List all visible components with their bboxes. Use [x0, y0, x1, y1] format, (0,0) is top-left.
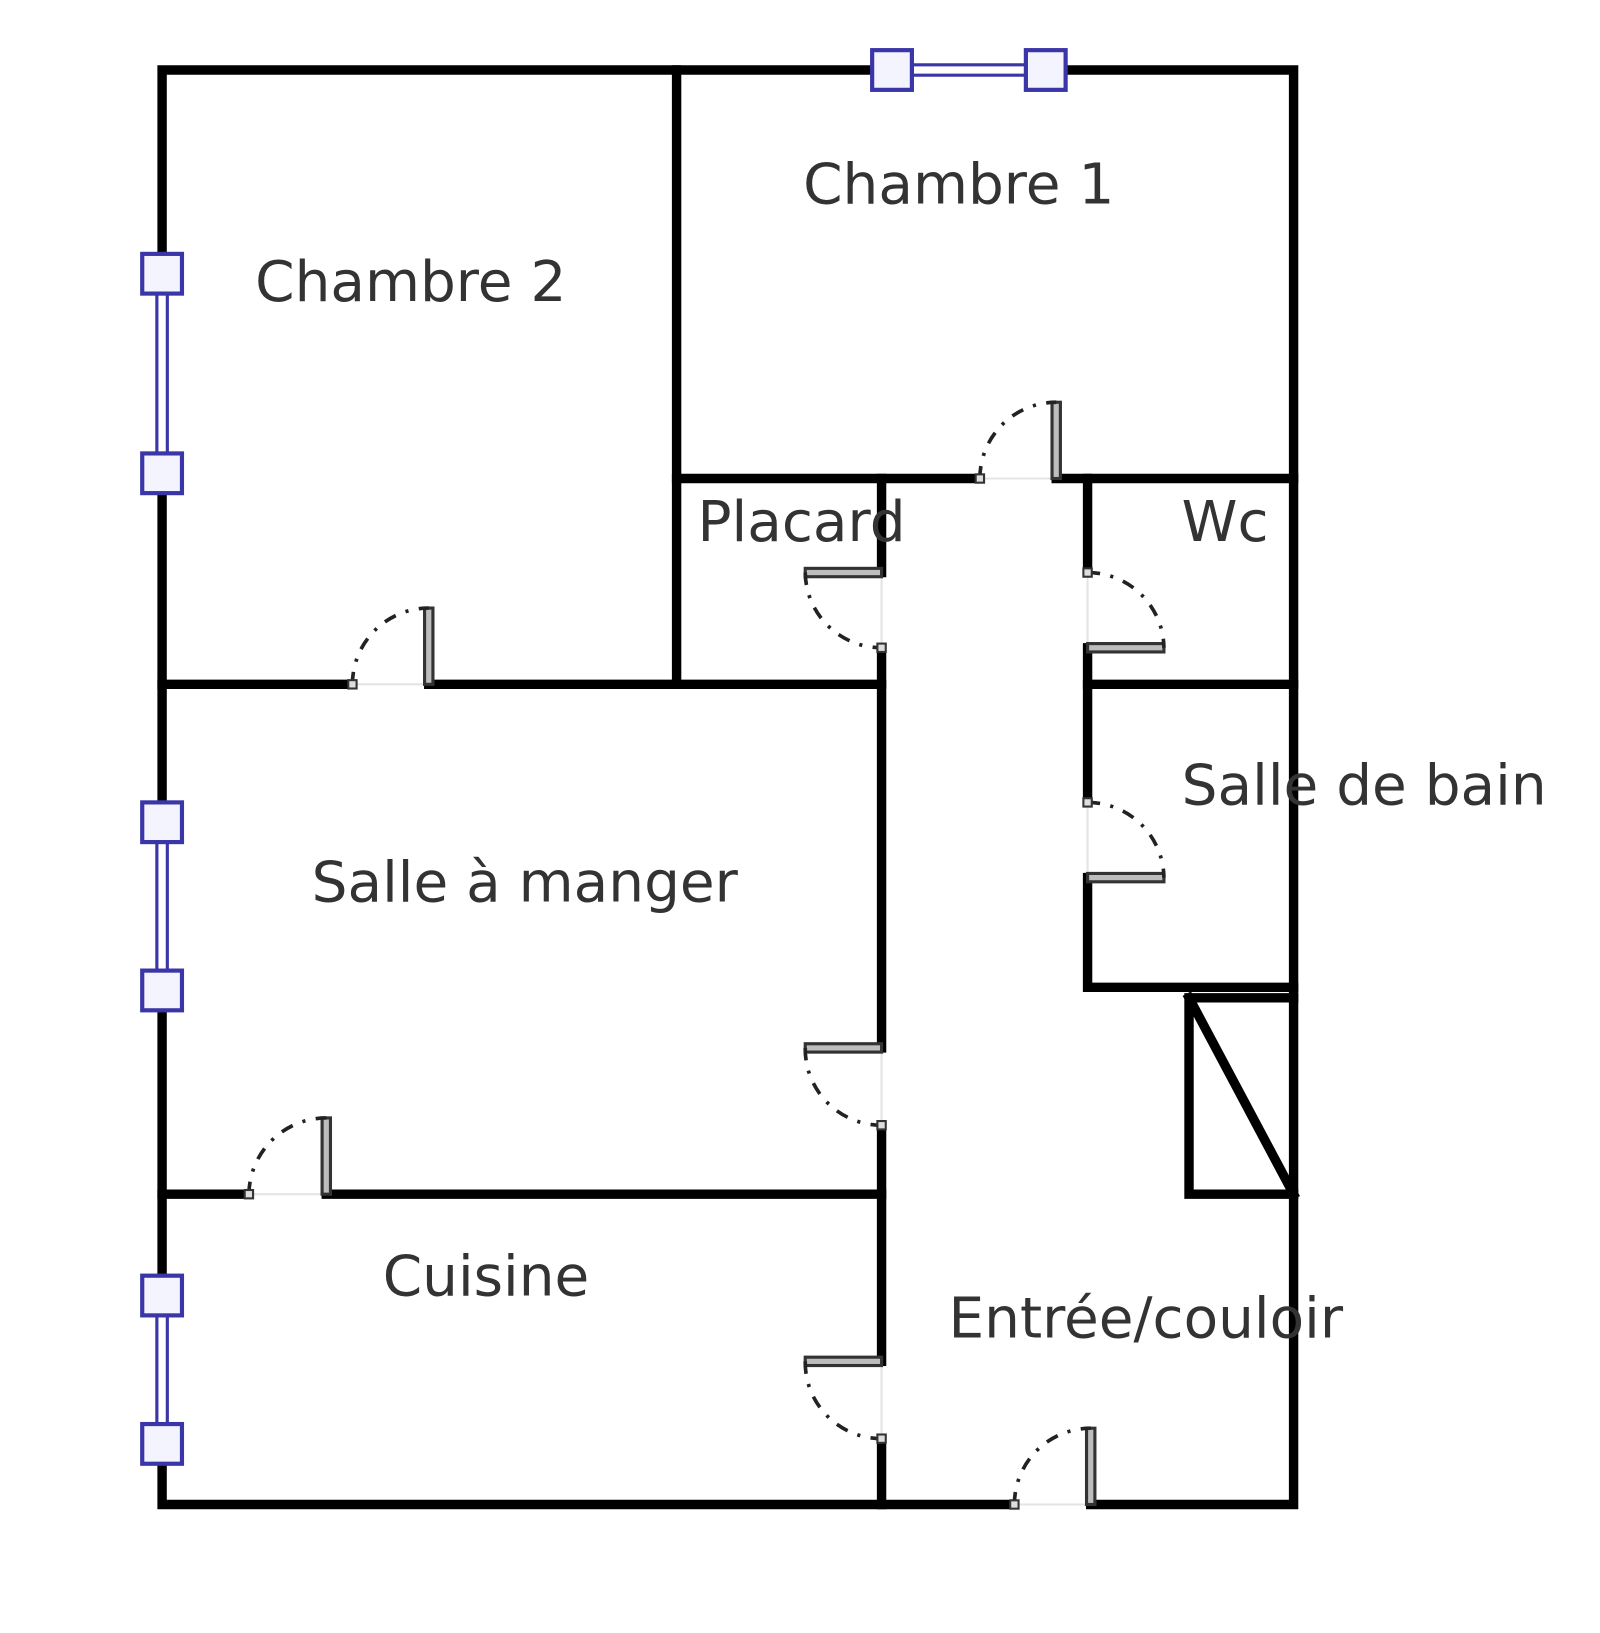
door-placard[interactable] — [803, 566, 887, 653]
door-chambre-1[interactable] — [974, 400, 1062, 484]
walls — [157, 65, 1300, 1510]
label-chambre-2: Chambre 2 — [255, 250, 566, 315]
label-placard: Placard — [698, 490, 906, 555]
wall-corridor-east — [1082, 473, 1299, 993]
door-cuisine-north[interactable] — [243, 1116, 333, 1200]
doors — [243, 400, 1166, 1510]
windows — [140, 48, 1068, 1466]
door-salle-de-bain[interactable] — [1082, 797, 1166, 884]
label-salle-a-manger: Salle à manger — [312, 851, 739, 916]
label-wc: Wc — [1182, 490, 1269, 555]
door-salle-a-manger[interactable] — [803, 1042, 887, 1131]
door-entree[interactable] — [1009, 1426, 1097, 1510]
door-chambre-2[interactable] — [347, 606, 435, 690]
label-salle-de-bain: Salle de bain — [1182, 754, 1547, 819]
window-salle-a-manger — [140, 800, 185, 1013]
label-cuisine: Cuisine — [383, 1245, 590, 1310]
door-wc[interactable] — [1082, 567, 1166, 654]
label-entree-couloir: Entrée/couloir — [948, 1286, 1343, 1351]
window-chambre-1 — [870, 48, 1068, 92]
outer-wall — [157, 65, 1299, 1510]
door-cuisine-east[interactable] — [803, 1355, 887, 1444]
closet — [1182, 991, 1300, 1201]
room-labels: Chambre 1 Chambre 2 Placard Wc Salle de … — [255, 153, 1546, 1352]
window-chambre-2 — [140, 251, 185, 496]
window-cuisine — [140, 1273, 185, 1466]
label-chambre-1: Chambre 1 — [803, 153, 1114, 218]
